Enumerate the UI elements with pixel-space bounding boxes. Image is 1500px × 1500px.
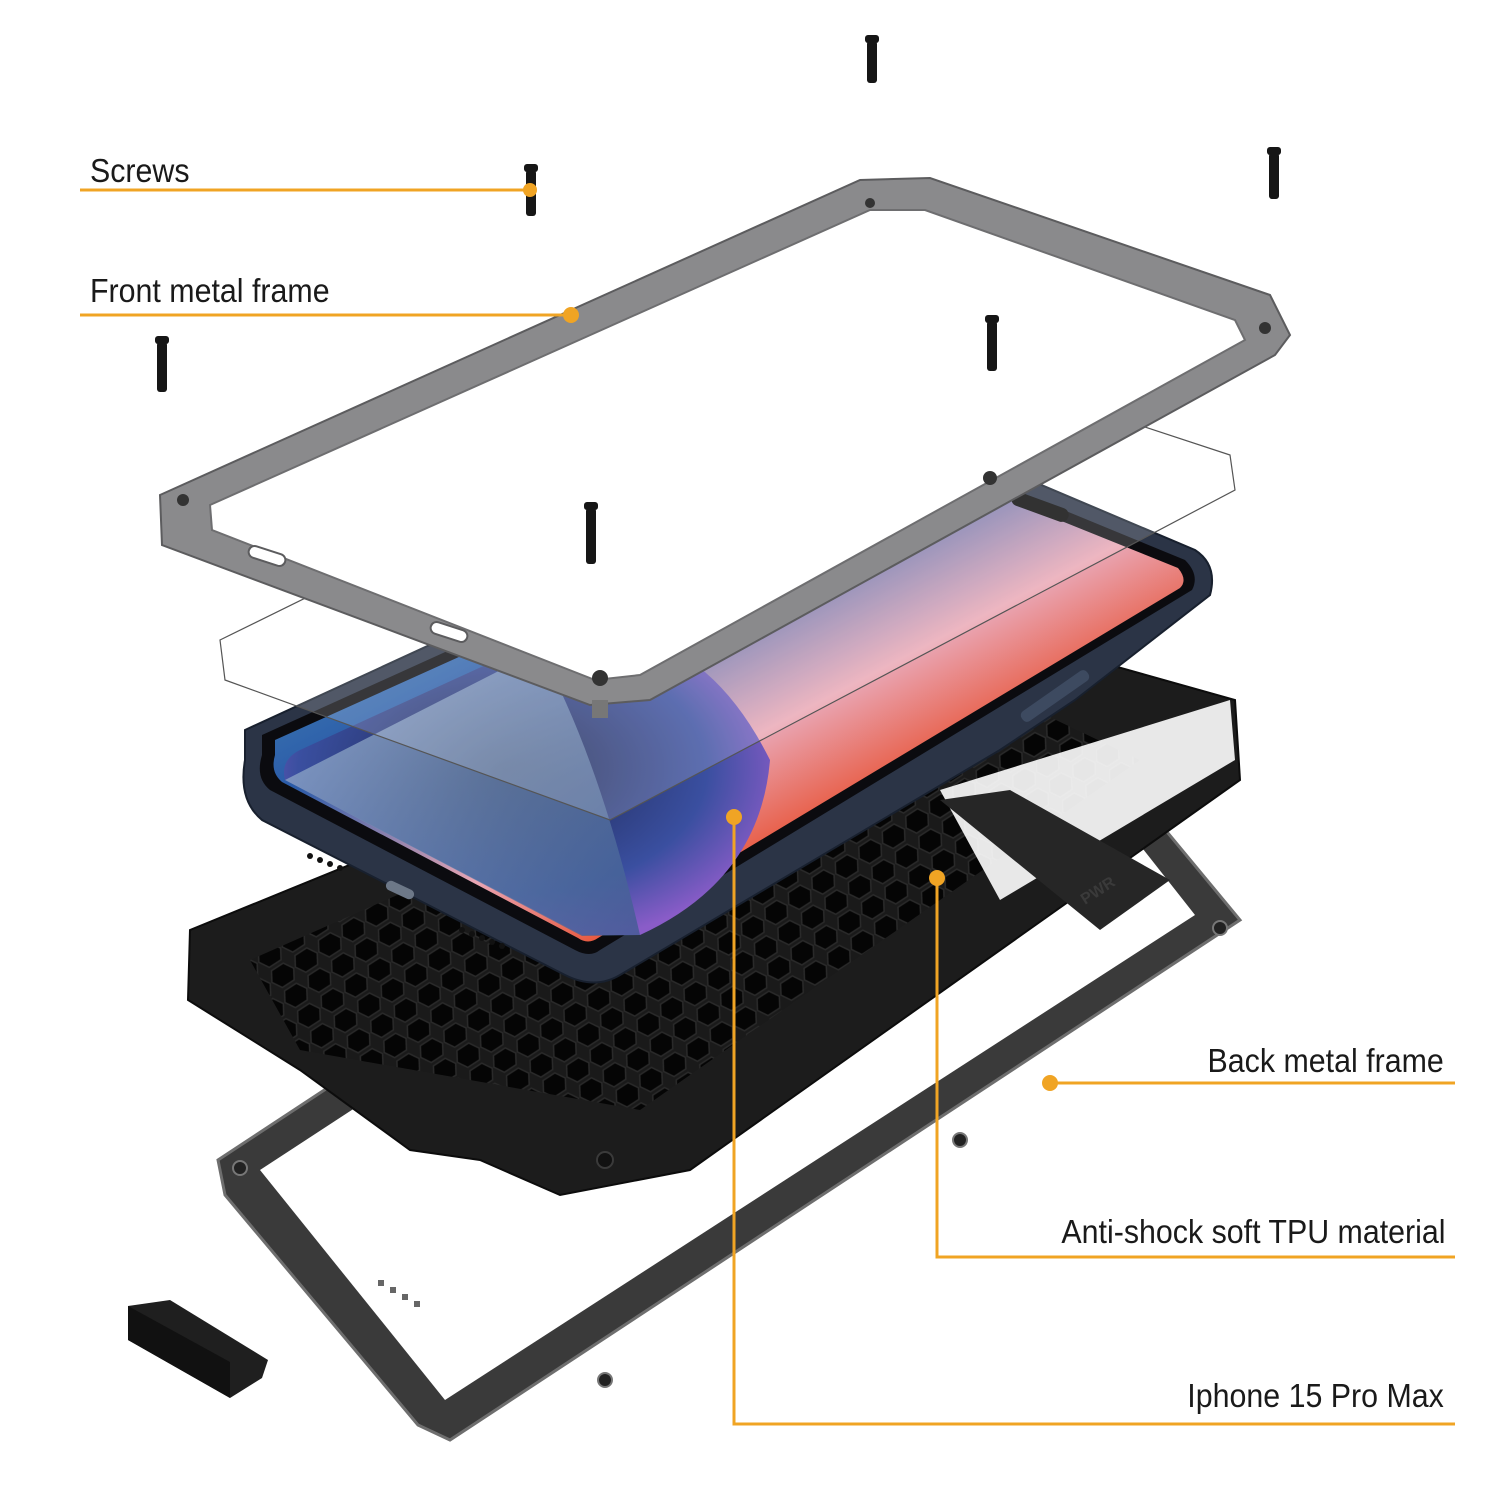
front-metal-frame bbox=[158, 176, 1292, 718]
callout-dot-screws bbox=[523, 183, 537, 197]
port-plug bbox=[128, 1300, 268, 1398]
label-back-metal-frame: Back metal frame bbox=[1207, 1042, 1444, 1079]
callout-dot-tpu bbox=[929, 870, 945, 886]
screw-icon bbox=[584, 502, 598, 564]
screw-icon bbox=[865, 35, 879, 83]
label-iphone-model: Iphone 15 Pro Max bbox=[1187, 1377, 1444, 1414]
callout-lines bbox=[80, 188, 1455, 1426]
callout-dots bbox=[523, 183, 1058, 1091]
label-screws: Screws bbox=[90, 152, 190, 189]
label-anti-shock-tpu: Anti-shock soft TPU material bbox=[1061, 1213, 1446, 1250]
callout-line-tpu bbox=[935, 878, 1455, 1259]
callout-dot-back-frame bbox=[1042, 1075, 1058, 1091]
screw-icon bbox=[1267, 147, 1281, 199]
callout-line-phone bbox=[732, 817, 1455, 1426]
label-front-metal-frame: Front metal frame bbox=[90, 272, 330, 309]
callout-dot-phone bbox=[726, 809, 742, 825]
phone-device bbox=[242, 433, 1214, 984]
screw-icon bbox=[985, 315, 999, 371]
screws bbox=[155, 35, 1281, 564]
callout-dot-front-frame bbox=[563, 307, 579, 323]
screw-icon bbox=[155, 336, 169, 392]
